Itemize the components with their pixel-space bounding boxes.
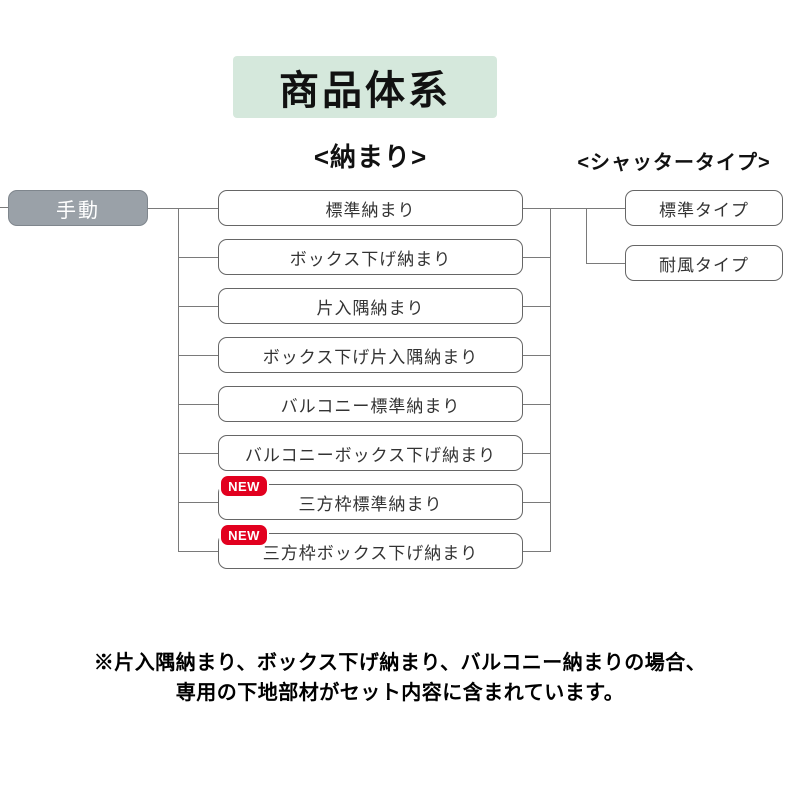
column-header-shutter: <シャッタータイプ> [577,152,771,174]
connector-line [523,306,550,307]
fitting-node: バルコニー標準納まり [218,386,523,422]
connector-line [586,208,587,264]
connector-line [178,453,218,454]
new-badge: NEW [219,474,269,498]
connector-line [523,404,550,405]
connector-line [550,208,551,552]
fitting-node: ボックス下げ納まり [218,239,523,275]
connector-line [523,551,550,552]
node-manual: 手動 [8,190,148,226]
connector-line [550,208,625,209]
new-badge: NEW [219,523,269,547]
connector-line [178,355,218,356]
column-header-fitting: <納まり> [313,142,428,172]
connector-line [178,502,218,503]
fitting-node: 三方枠標準納まり [218,484,523,520]
fitting-node: 片入隅納まり [218,288,523,324]
connector-line [178,306,218,307]
connector-line [178,208,179,552]
page-title-banner: 商品体系 [233,56,497,118]
connector-line [523,208,550,209]
footnote: ※片入隅納まり、ボックス下げ納まり、バルコニー納まりの場合、 専用の下地部材がセ… [0,648,800,708]
fitting-node: ボックス下げ片入隅納まり [218,337,523,373]
connector-line [586,263,625,264]
page-title: 商品体系 [279,69,451,113]
connector-line [523,257,550,258]
connector-line [178,551,218,552]
connector-line [178,208,218,209]
connector-line [523,453,550,454]
connector-line [523,502,550,503]
shutter-node: 耐風タイプ [625,245,783,281]
shutter-node: 標準タイプ [625,190,783,226]
fitting-node: バルコニーボックス下げ納まり [218,435,523,471]
fitting-node: 標準納まり [218,190,523,226]
connector-line [178,257,218,258]
connector-line [178,404,218,405]
connector-line [523,355,550,356]
footnote-line: ※片入隅納まり、ボックス下げ納まり、バルコニー納まりの場合、 [93,652,707,674]
footnote-line: 専用の下地部材がセット内容に含まれています。 [175,682,625,704]
connector-line [148,208,178,209]
connector-line [0,207,9,208]
